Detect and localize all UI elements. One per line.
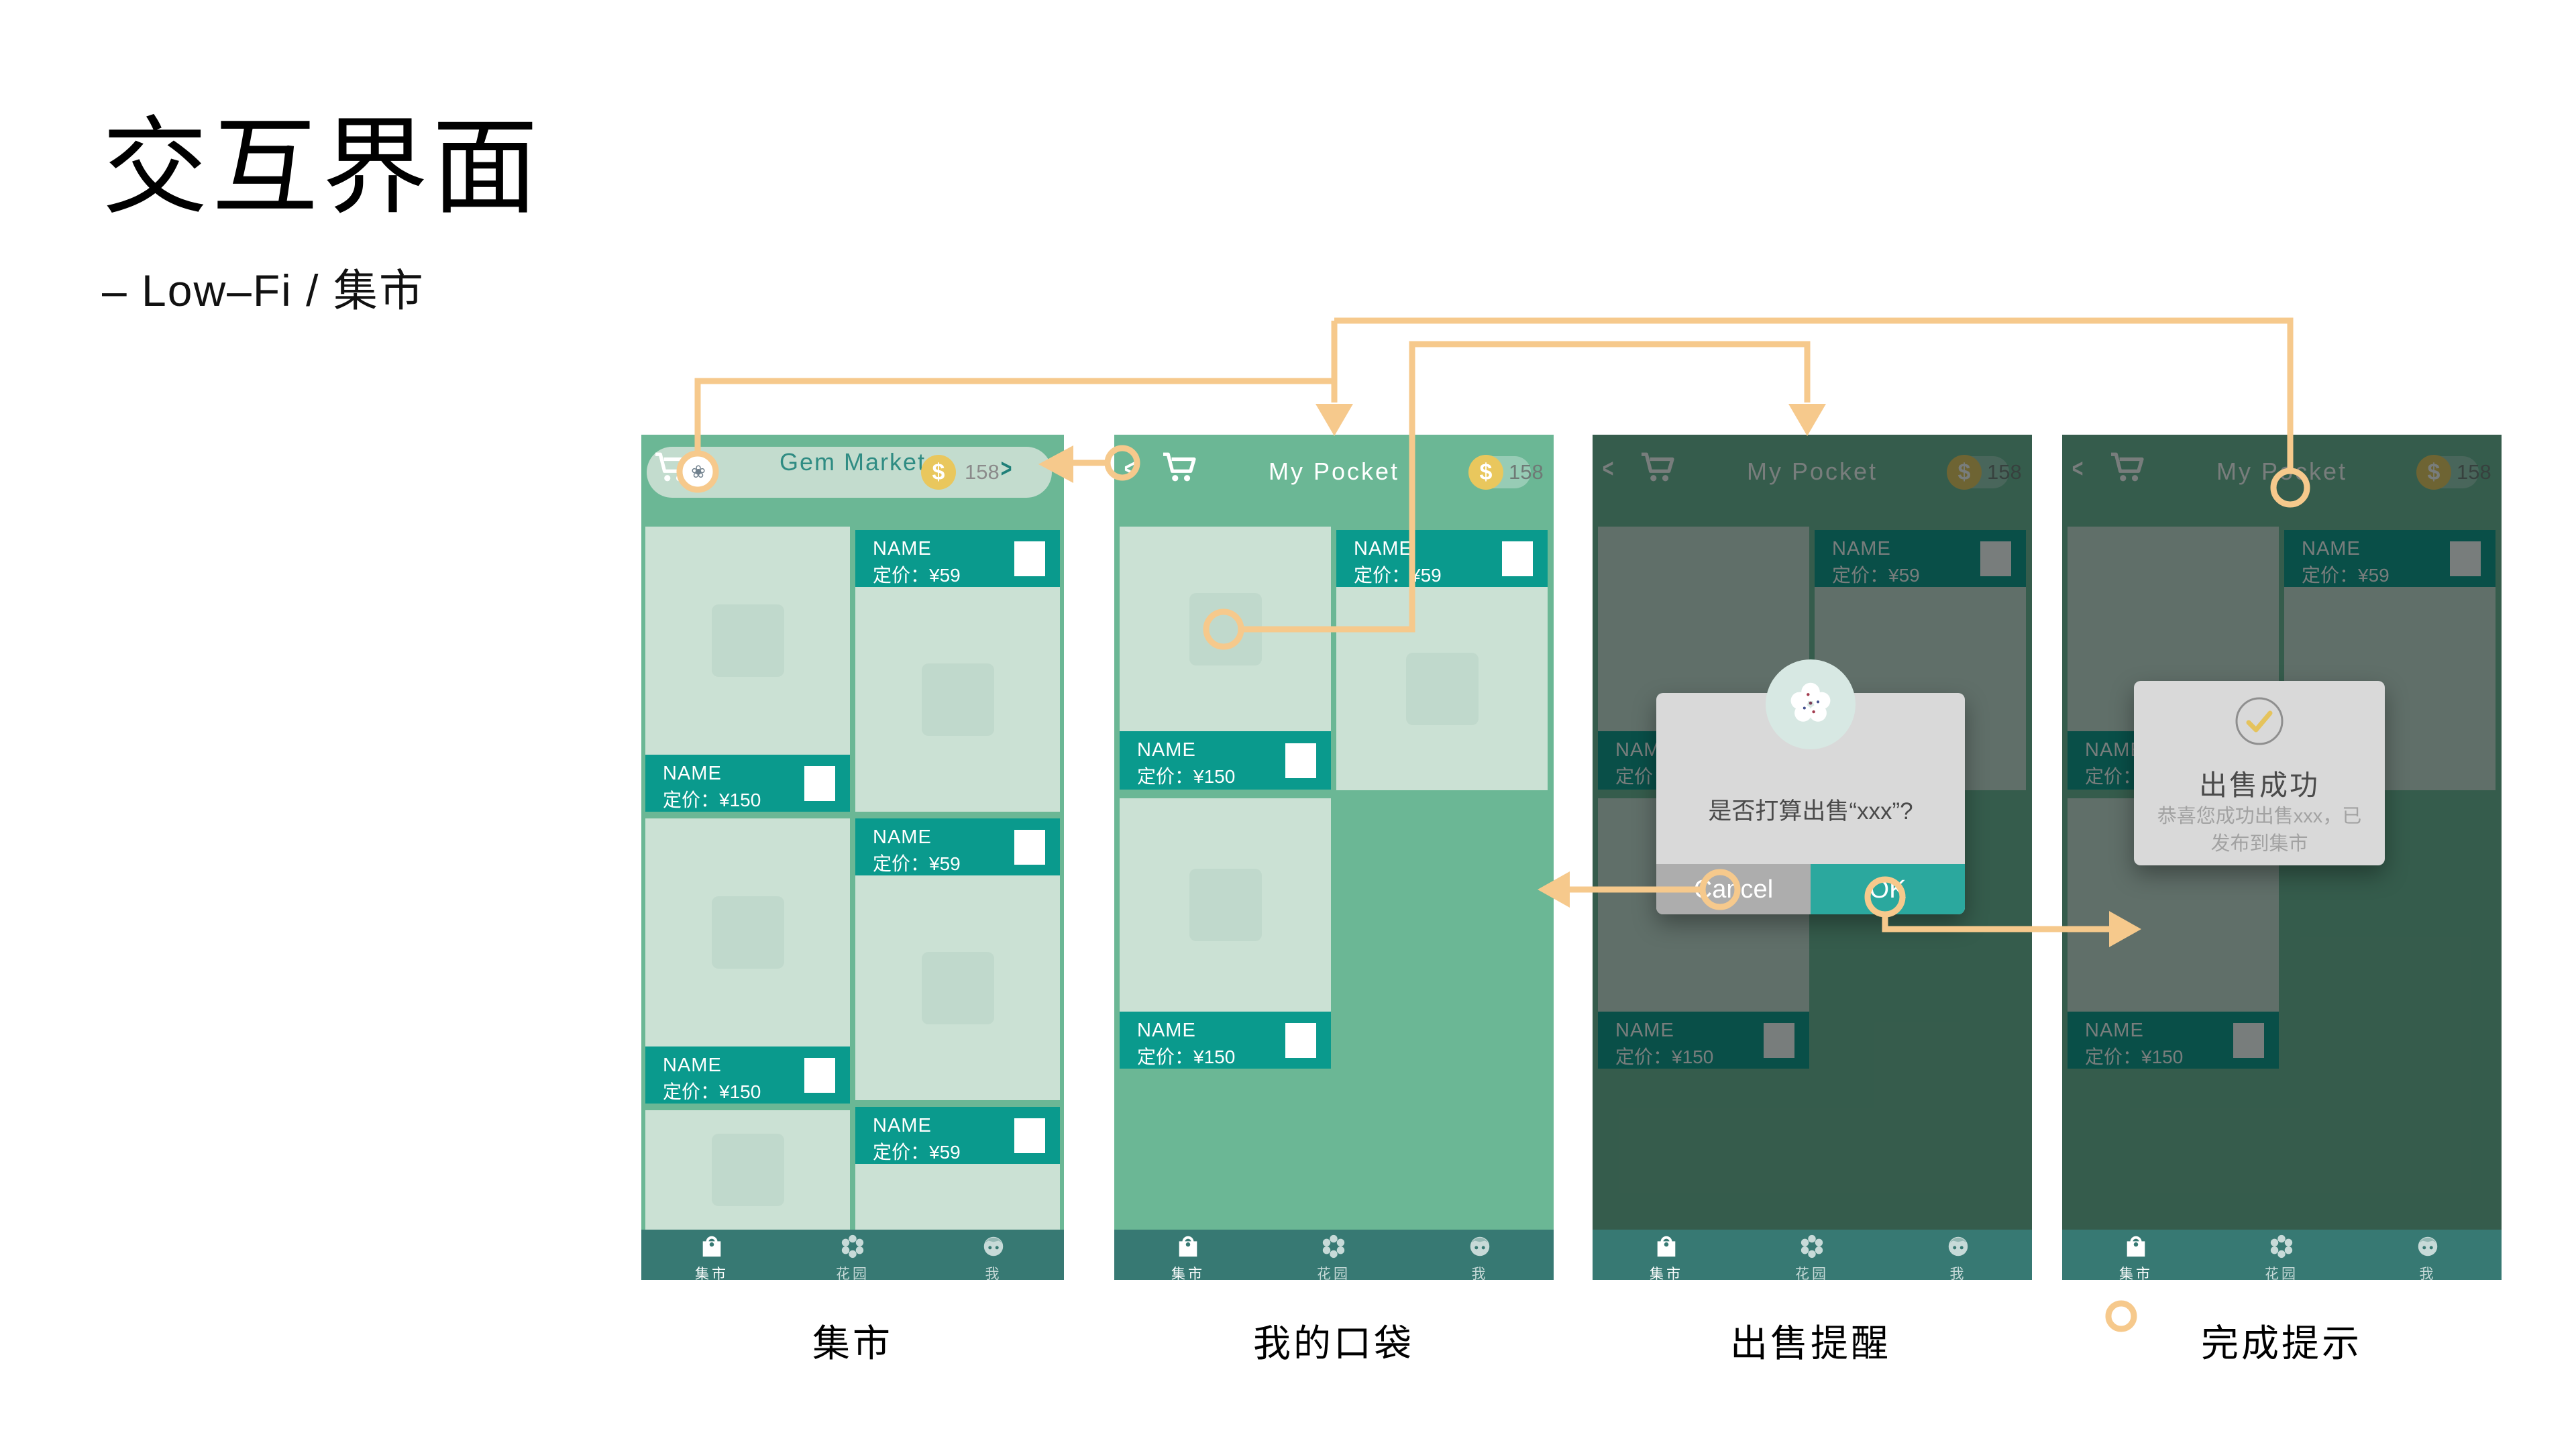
bottom-nav: 集市 花园 我 <box>2062 1230 2502 1283</box>
face-icon <box>983 1236 1004 1256</box>
connector-ring-stray <box>2105 1300 2137 1332</box>
page-subtitle: – Low–Fi / 集市 <box>102 265 425 315</box>
item-avatar <box>1766 659 1856 749</box>
image-placeholder-icon <box>921 663 994 736</box>
screen-caption-sell-confirm: 出售提醒 <box>1730 1322 1891 1364</box>
item-checkbox[interactable] <box>804 765 835 801</box>
item-card-image[interactable] <box>645 527 850 755</box>
item-checkbox[interactable] <box>1502 541 1533 576</box>
item-checkbox[interactable] <box>1014 541 1045 576</box>
success-body: 恭喜您成功出售xxx，已发布到集市 <box>2157 806 2362 855</box>
item-card-image[interactable] <box>1120 527 1331 731</box>
cancel-button[interactable]: Cancel <box>1656 864 1811 914</box>
item-card-image[interactable] <box>1336 587 1548 790</box>
nav-item-garden[interactable]: 花园 <box>812 1234 893 1283</box>
nav-item-me[interactable]: 我 <box>2387 1234 2468 1283</box>
arrowhead-down-confirm <box>1788 404 1826 436</box>
bag-icon <box>2125 1236 2147 1258</box>
pixel-flower-sprite-icon <box>1790 682 1831 722</box>
screen-caption-market: 集市 <box>812 1322 893 1364</box>
item-card-image[interactable] <box>855 1164 1060 1230</box>
sell-confirm-dialog: 是否打算出售“xxx”? Cancel OK <box>1656 659 1965 914</box>
item-checkbox[interactable] <box>1285 743 1316 778</box>
nav-item-market[interactable]: 集市 <box>672 1234 752 1283</box>
image-placeholder-icon <box>921 951 994 1024</box>
bag-icon <box>701 1236 722 1258</box>
page-title: 交互界面 <box>102 109 542 227</box>
flower-icon <box>1322 1234 1345 1258</box>
bottom-nav: 集市 花园 我 <box>1593 1230 2032 1283</box>
flower-icon <box>1801 1234 1823 1258</box>
coin-icon: $ <box>921 455 956 490</box>
item-card-image[interactable] <box>645 818 850 1046</box>
success-title: 出售成功 <box>2198 769 2320 801</box>
dialog-buttons: Cancel OK <box>1656 864 1965 914</box>
item-checkbox[interactable] <box>1014 1118 1045 1153</box>
item-checkbox[interactable] <box>804 1057 835 1093</box>
coin-balance: 158 <box>965 460 1000 484</box>
item-card-image[interactable] <box>855 875 1060 1100</box>
nav-item-garden[interactable]: 花园 <box>1293 1234 1374 1283</box>
headline-block: 交互界面 – Low–Fi / 集市 <box>102 107 542 319</box>
face-icon <box>2418 1236 2438 1256</box>
nav-item-market[interactable]: 集市 <box>2096 1234 2176 1283</box>
flower-icon <box>2270 1234 2293 1258</box>
image-placeholder-icon <box>1405 652 1479 725</box>
nav-item-me[interactable]: 我 <box>1440 1234 1520 1283</box>
item-card-image[interactable] <box>1120 798 1331 1012</box>
market-more-chevron[interactable]: > <box>1000 455 1012 483</box>
nav-item-garden[interactable]: 花园 <box>1772 1234 1852 1283</box>
item-card-image[interactable] <box>645 1110 850 1230</box>
nav-item-me[interactable]: 我 <box>1918 1234 1998 1283</box>
face-icon <box>1948 1236 1968 1256</box>
nav-item-me[interactable]: 我 <box>953 1234 1034 1283</box>
image-placeholder-icon <box>711 1134 784 1206</box>
image-placeholder-icon <box>1189 869 1262 941</box>
flower-icon <box>841 1234 864 1258</box>
confirm-message: 是否打算出售“xxx”? <box>1708 798 1913 824</box>
nav-item-market[interactable]: 集市 <box>1626 1234 1707 1283</box>
image-placeholder-icon <box>711 604 784 677</box>
arrowhead-down-pocket <box>1316 404 1353 436</box>
screen-caption-sell-done: 完成提示 <box>2201 1322 2362 1364</box>
item-checkbox[interactable] <box>1014 829 1045 865</box>
nav-item-market[interactable]: 集市 <box>1148 1234 1228 1283</box>
image-placeholder-icon <box>711 896 784 969</box>
nav-item-garden[interactable]: 花园 <box>2241 1234 2322 1283</box>
bottom-nav: 集市 花园 我 <box>641 1230 1064 1283</box>
ok-button[interactable]: OK <box>1811 864 1965 914</box>
success-check-icon <box>2235 697 2284 745</box>
screen-caption-pocket: 我的口袋 <box>1253 1322 1414 1364</box>
bottom-nav: 集市 花园 我 <box>1114 1230 1554 1283</box>
bag-icon <box>1656 1236 1677 1258</box>
face-icon <box>1470 1236 1490 1256</box>
item-card-image[interactable] <box>855 587 1060 812</box>
item-checkbox[interactable] <box>1285 1022 1316 1058</box>
sell-success-dialog: 出售成功 恭喜您成功出售xxx，已发布到集市 <box>2134 681 2385 865</box>
bag-icon <box>1177 1236 1199 1258</box>
image-placeholder-icon <box>1189 592 1262 665</box>
